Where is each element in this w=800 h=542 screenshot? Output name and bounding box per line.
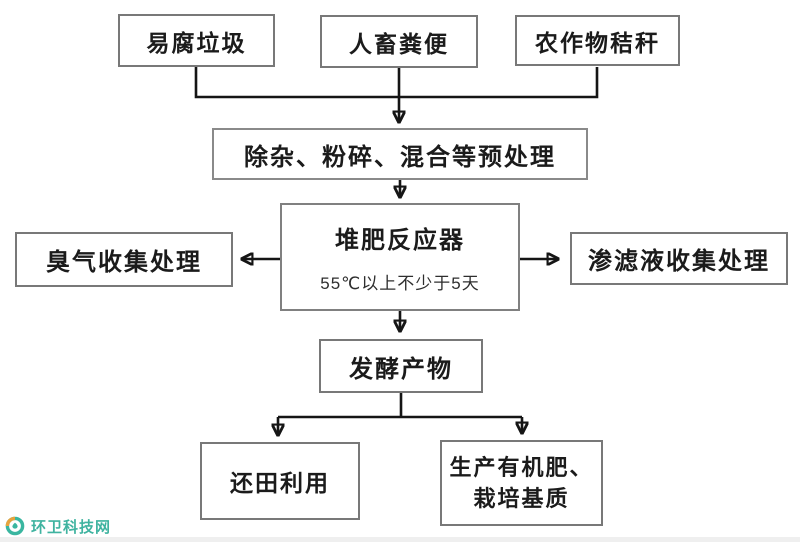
organic-fertilizer-line1: 生产有机肥、	[449, 454, 594, 480]
sources-merge-line	[194, 67, 599, 99]
swirl-ring-icon	[5, 516, 25, 536]
node-crop-straw: 农作物秸秆	[515, 15, 680, 66]
watermark-site-name: 环卫科技网	[31, 518, 112, 536]
product-split-line	[278, 393, 522, 419]
reactor-title: 堆肥反应器	[335, 227, 465, 254]
site-watermark: 环卫科技网	[4, 515, 111, 537]
node-human-animal-manure: 人畜粪便	[320, 15, 478, 68]
node-odor-collection: 臭气收集处理	[15, 232, 233, 287]
bottom-edge-strip	[0, 537, 800, 542]
node-compost-reactor: 堆肥反应器 55℃以上不少于5天	[280, 203, 520, 311]
node-pretreatment: 除杂、粉碎、混合等预处理	[212, 128, 588, 180]
node-fermentation-product: 发酵产物	[319, 339, 483, 393]
node-leachate-collection: 渗滤液收集处理	[570, 232, 788, 285]
node-organic-fertilizer: 生产有机肥、 栽培基质	[440, 440, 603, 526]
reactor-condition: 55℃以上不少于5天	[320, 274, 480, 293]
node-perishable-waste: 易腐垃圾	[118, 14, 275, 67]
node-field-use: 还田利用	[200, 442, 360, 520]
organic-fertilizer-line2: 栽培基质	[473, 486, 570, 511]
